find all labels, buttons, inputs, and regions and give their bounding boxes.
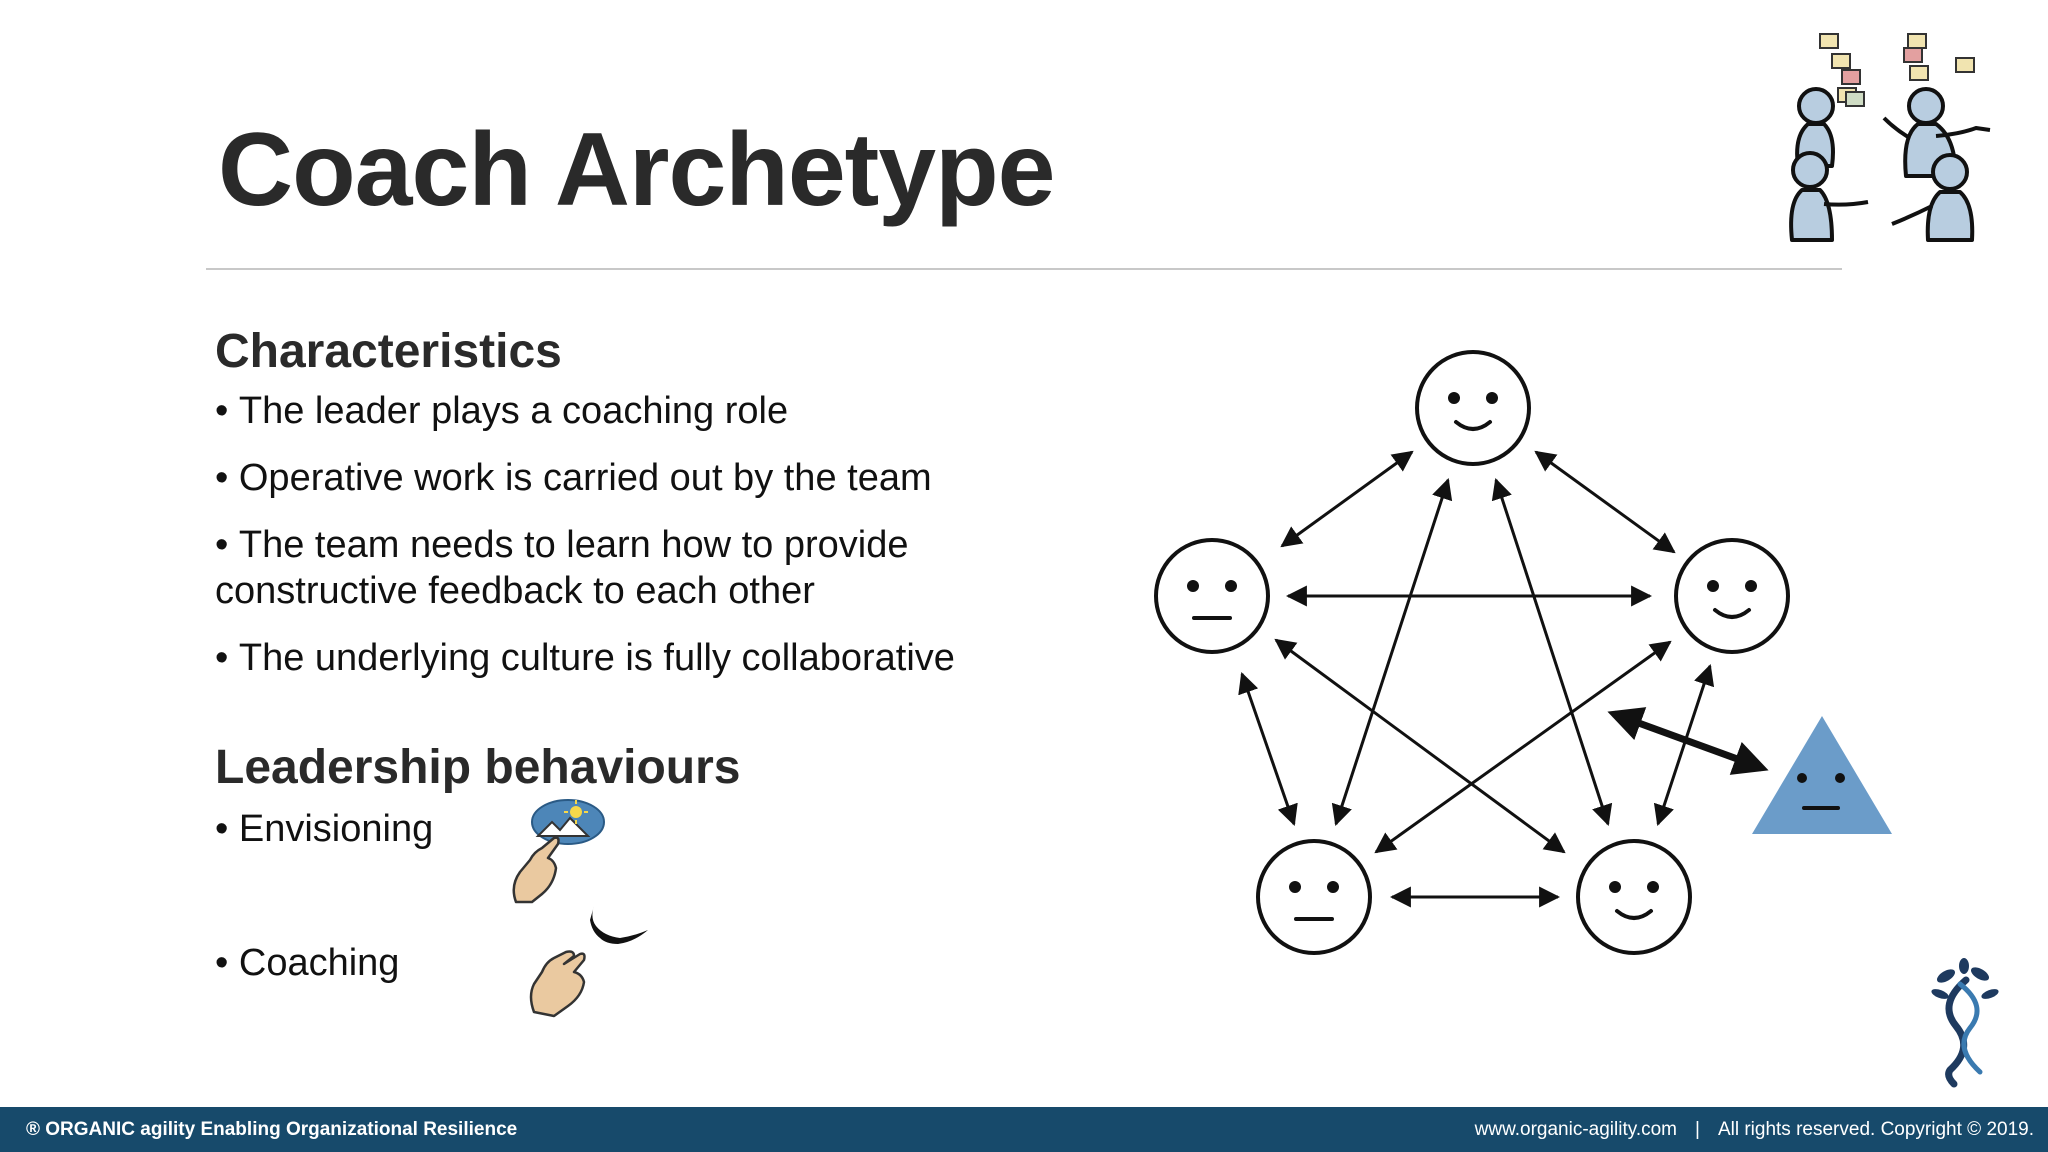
smiley-face-right xyxy=(1674,538,1790,654)
team-network-diagram xyxy=(1154,350,1892,955)
footer-copyright: All rights reserved. Copyright © 2019. xyxy=(1717,1119,2034,1140)
neutral-face-bottom-left xyxy=(1256,839,1372,955)
characteristic-item-continued: constructive feedback to each other xyxy=(215,570,815,612)
behaviour-item-coaching: Coaching xyxy=(215,940,400,986)
behaviours-heading: Leadership behaviours xyxy=(215,741,741,794)
team-collaboration-icon xyxy=(1789,33,1991,242)
pointing-hand-vision-icon xyxy=(512,799,605,904)
slide-title: Coach Archetype xyxy=(218,112,1055,228)
behaviour-item-envisioning: Envisioning xyxy=(215,806,433,852)
footer-website-link[interactable]: www.organic-agility.com xyxy=(1474,1119,1678,1140)
footer-right: www.organic-agility.com | All rights reser… xyxy=(1475,1119,2034,1141)
smiley-face-top xyxy=(1415,350,1531,466)
neutral-face-left xyxy=(1154,538,1270,654)
characteristic-item: The leader plays a coaching role xyxy=(215,388,788,434)
footer-separator: | xyxy=(1695,1119,1700,1140)
smiley-face-bottom-right xyxy=(1576,839,1692,955)
neutral-triangle-coach xyxy=(1752,716,1892,834)
characteristic-item: The underlying culture is fully collabor… xyxy=(215,635,955,681)
hand-bird-icon xyxy=(529,906,648,1018)
footer-bar: ® ORGANIC agility Enabling Organizationa… xyxy=(0,1107,2048,1152)
characteristic-item: The team needs to learn how to provide xyxy=(215,522,909,568)
title-divider xyxy=(206,268,1842,270)
footer-brand: ® ORGANIC agility Enabling Organizationa… xyxy=(26,1119,518,1140)
characteristic-item: Operative work is carried out by the tea… xyxy=(215,455,932,501)
characteristics-heading: Characteristics xyxy=(215,325,562,378)
organic-agility-logo xyxy=(1931,958,1999,1088)
